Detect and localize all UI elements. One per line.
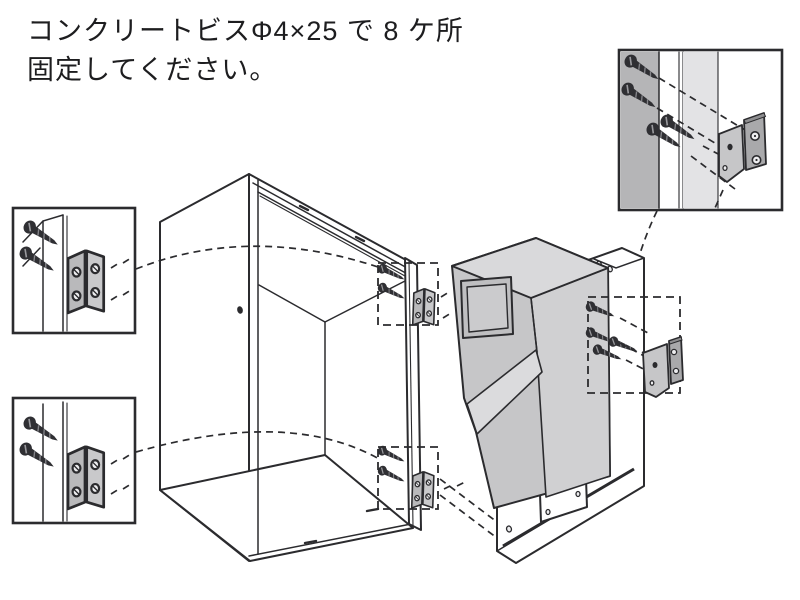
leader-arc-upper [135, 245, 382, 270]
lower-hinge-leader-dashes [443, 481, 466, 490]
catch-screw-trajectories [619, 317, 660, 375]
inset-catch-detail [617, 48, 784, 212]
cabinet-box [159, 173, 422, 562]
inset-screw-trajectories [656, 77, 746, 209]
cabinet-right-frame [404, 257, 422, 531]
panel-top-edge [593, 257, 645, 269]
upper-hinge-callout [377, 262, 439, 326]
instruction-text: コンクリートビスΦ4×25 で 8 ケ所固定してください。 [27, 12, 464, 90]
cabinet-bottom-slots [303, 507, 380, 545]
door-unit-chute-slope [466, 349, 543, 435]
screw-icon [375, 463, 408, 487]
cabinet-side-hole [237, 306, 243, 314]
inset-leader-dashes [110, 453, 132, 495]
inset-hinge-upper [11, 206, 137, 335]
lower-hinge-assembly [375, 443, 498, 539]
magnet-catch [642, 336, 684, 398]
hinge-detail [66, 249, 106, 315]
inset-leader-dashes [110, 257, 132, 301]
upper-hinge [411, 287, 436, 327]
catch-callout [587, 296, 681, 394]
upper-hinge-assembly [375, 261, 465, 327]
catch-detail [718, 112, 767, 183]
instruction-line1: コンクリートビスΦ4×25 で 8 ケ所 [27, 16, 464, 46]
instruction-line2: 固定してください。 [27, 55, 278, 85]
cabinet-bottom-edge-line [248, 523, 412, 557]
panel-hole [505, 525, 513, 533]
door-unit-window [460, 276, 514, 339]
catch-assembly [583, 296, 684, 398]
leader-arc-lower [135, 430, 382, 461]
inset-hinge-lower [11, 396, 137, 525]
door-unit [451, 237, 611, 509]
cabinet-top-panel [248, 173, 415, 282]
cabinet-bottom-panel [159, 454, 414, 562]
lower-hinge [410, 470, 435, 510]
hinge-detail [66, 445, 106, 511]
lower-hinge-callout [377, 446, 439, 510]
cabinet-interior [258, 280, 406, 456]
wall-strip [683, 52, 718, 208]
door-unit-front-edge [530, 297, 538, 353]
screw-icon [375, 280, 408, 304]
